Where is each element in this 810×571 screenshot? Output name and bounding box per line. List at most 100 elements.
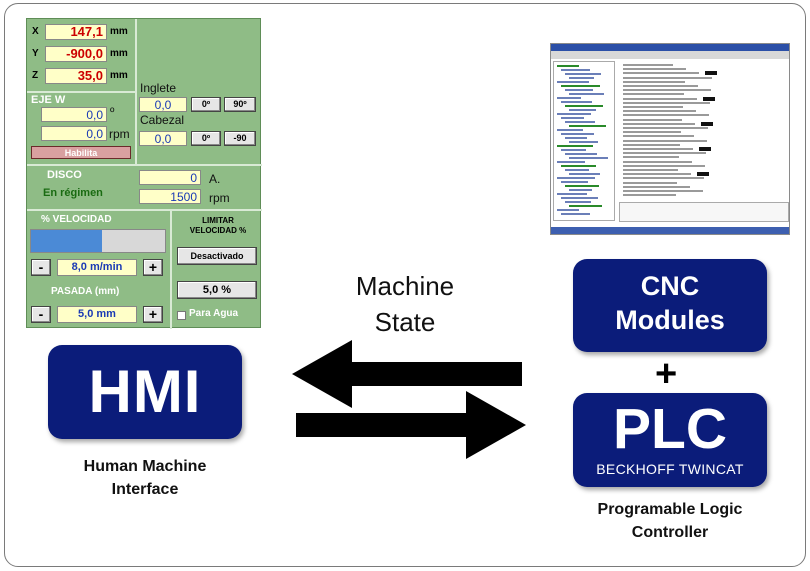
hmi-box-label: HMI bbox=[88, 358, 202, 425]
velocidad-value[interactable]: 8,0 m/min bbox=[57, 259, 137, 276]
plc-title: PLC bbox=[613, 397, 727, 461]
inglete-0-button[interactable]: 0º bbox=[191, 97, 221, 112]
window-menu-bar bbox=[551, 51, 789, 59]
list-row bbox=[623, 122, 695, 125]
list-row bbox=[623, 177, 704, 180]
list-row bbox=[623, 127, 708, 129]
divider bbox=[135, 19, 137, 164]
list-row bbox=[623, 160, 692, 163]
velocidad-minus-button[interactable]: - bbox=[31, 259, 51, 276]
cnc-modules-box: CNC Modules bbox=[573, 259, 767, 352]
tree-row bbox=[569, 157, 608, 159]
velocidad-bar-fill bbox=[31, 230, 103, 252]
tree-row bbox=[569, 141, 598, 143]
hmi-box: HMI bbox=[48, 345, 242, 439]
tree-row bbox=[561, 149, 586, 151]
eje-w-angle-value[interactable]: 0,0 bbox=[41, 107, 107, 122]
list-row-highlight bbox=[697, 172, 709, 177]
eje-w-rpm-value[interactable]: 0,0 bbox=[41, 126, 107, 141]
list-row bbox=[623, 80, 685, 83]
cnc-line1: CNC bbox=[640, 271, 700, 301]
list-row bbox=[623, 194, 676, 197]
tree-row bbox=[561, 213, 590, 215]
inglete-value[interactable]: 0,0 bbox=[139, 97, 187, 112]
window-title-bar bbox=[551, 44, 789, 51]
tree-row bbox=[565, 121, 595, 123]
list-row bbox=[623, 190, 703, 192]
axis-y-value[interactable]: -900,0 bbox=[45, 46, 107, 62]
pasada-plus-button[interactable]: + bbox=[143, 306, 163, 323]
axis-z-label: Z bbox=[32, 70, 39, 81]
pasada-minus-button[interactable]: - bbox=[31, 306, 51, 323]
tree-row bbox=[557, 113, 591, 115]
axis-x-label: X bbox=[32, 26, 39, 37]
disco-rpm-unit: rpm bbox=[209, 191, 230, 205]
habilita-button[interactable]: Habilita bbox=[31, 146, 131, 159]
list-row bbox=[623, 181, 677, 184]
tree-row bbox=[565, 73, 601, 75]
para-agua-label: Para Agua bbox=[189, 308, 239, 319]
tree-row bbox=[561, 85, 600, 87]
limitar-toggle-button[interactable]: Desactivado bbox=[177, 247, 257, 265]
tree-row bbox=[565, 169, 589, 171]
tree-row bbox=[557, 145, 593, 147]
pasada-value[interactable]: 5,0 mm bbox=[57, 306, 137, 323]
plc-caption: Programable Logic Controller bbox=[560, 498, 780, 544]
tree-row bbox=[569, 173, 600, 175]
tree-row bbox=[557, 209, 579, 211]
plc-box: PLC BECKHOFF TWINCAT bbox=[573, 393, 767, 487]
disco-current-unit: A. bbox=[209, 172, 221, 186]
plc-caption-line1: Programable Logic bbox=[597, 501, 743, 518]
tree-row bbox=[565, 201, 591, 203]
divider bbox=[27, 164, 262, 166]
cabezal-0-button[interactable]: 0º bbox=[191, 131, 221, 146]
list-row bbox=[623, 152, 706, 155]
state-line2: State bbox=[374, 307, 436, 337]
machine-state-label: Machine State bbox=[330, 268, 480, 340]
cabezal-value[interactable]: 0,0 bbox=[139, 131, 187, 146]
velocidad-bar bbox=[30, 229, 166, 253]
disco-current-value[interactable]: 0 bbox=[139, 170, 201, 185]
tree-row bbox=[569, 189, 592, 191]
list-row bbox=[623, 131, 681, 134]
axis-y-unit: mm bbox=[110, 48, 128, 59]
para-agua-checkbox[interactable] bbox=[177, 311, 186, 320]
list-row bbox=[623, 148, 693, 150]
state-line1: Machine bbox=[355, 271, 455, 301]
list-row bbox=[623, 110, 696, 113]
velocidad-plus-button[interactable]: + bbox=[143, 259, 163, 276]
list-row bbox=[623, 169, 678, 171]
tree-row bbox=[569, 77, 594, 79]
pasada-title: PASADA (mm) bbox=[51, 286, 120, 297]
list-row bbox=[623, 164, 705, 167]
list-row bbox=[623, 76, 712, 79]
tree-row bbox=[565, 137, 587, 139]
tree-row bbox=[557, 129, 583, 131]
axis-x-value[interactable]: 147,1 bbox=[45, 24, 107, 40]
output-pane bbox=[619, 202, 789, 222]
tree-row bbox=[561, 101, 592, 103]
disco-rpm-value[interactable]: 1500 bbox=[139, 189, 201, 204]
tree-row bbox=[557, 193, 587, 195]
plc-subtitle: BECKHOFF TWINCAT bbox=[596, 461, 744, 477]
variable-list-pane bbox=[619, 61, 789, 201]
hmi-screenshot: X 147,1 mm Y -900,0 mm Z 35,0 mm EJE W 0… bbox=[26, 18, 262, 329]
list-row bbox=[623, 68, 686, 71]
limitar-percent-value[interactable]: 5,0 % bbox=[177, 281, 257, 299]
tree-row bbox=[565, 153, 597, 155]
cabezal-minus90-button[interactable]: -90 bbox=[224, 131, 256, 146]
axis-z-value[interactable]: 35,0 bbox=[45, 68, 107, 84]
tree-row bbox=[557, 65, 579, 67]
tree-row bbox=[561, 197, 598, 199]
list-row-highlight bbox=[701, 121, 713, 126]
inglete-90-button[interactable]: 90º bbox=[224, 97, 256, 112]
list-row bbox=[623, 72, 699, 75]
tree-row bbox=[565, 185, 599, 187]
limitar-title: LIMITAR VELOCIDAD % bbox=[177, 216, 259, 236]
divider bbox=[27, 91, 135, 93]
divider bbox=[27, 209, 262, 211]
list-row bbox=[623, 139, 707, 142]
list-row bbox=[623, 114, 709, 117]
eje-w-angle-unit: º bbox=[110, 105, 115, 119]
list-row bbox=[623, 85, 698, 87]
